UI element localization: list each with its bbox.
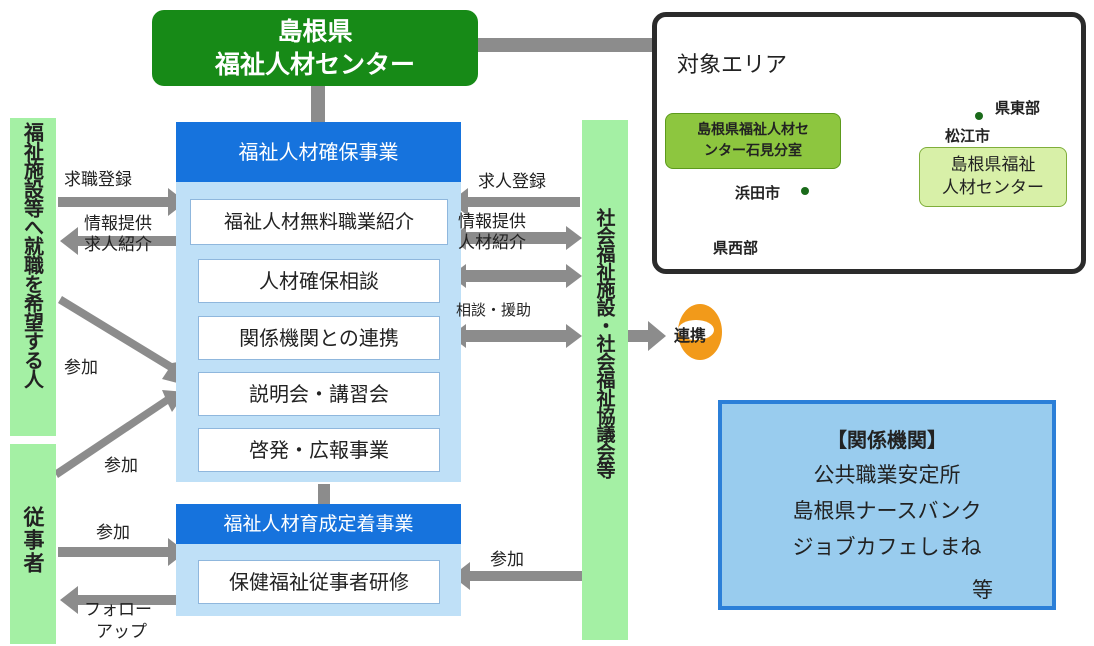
arrow-consult-2 bbox=[450, 324, 582, 348]
program-item-job-placement: 福祉人材無料職業紹介 bbox=[190, 199, 448, 245]
training-item: 保健福祉従事者研修 bbox=[198, 560, 440, 604]
arrow-follow-up bbox=[60, 586, 186, 614]
job-seekers-box: 福祉施設等へ就職を希望する人 bbox=[10, 118, 56, 436]
label-job-registration: 求職登録 bbox=[64, 170, 132, 190]
org-item-hello-work: 公共職業安定所 bbox=[813, 463, 961, 487]
matsue-dot bbox=[975, 112, 983, 120]
label-info-right-1: 情報提供 bbox=[458, 212, 526, 232]
arrow-info-right bbox=[450, 226, 582, 250]
arrow-sanka-1 bbox=[58, 296, 185, 385]
related-orgs-title: 【関係機関】 bbox=[827, 428, 947, 452]
label-info-left-2: 求人紹介 bbox=[84, 235, 152, 255]
label-offer-registration: 求人登録 bbox=[478, 172, 546, 192]
org-item-job-cafe: ジョブカフェしまね bbox=[792, 535, 982, 559]
connector-panels bbox=[318, 484, 330, 504]
branch-line1: 島根県福祉人材セ bbox=[697, 122, 809, 138]
facilities-label: 社会福祉施設・社会福祉協議会等 bbox=[593, 208, 616, 478]
branch-office-box: 島根県福祉人材セ ンター石見分室 bbox=[665, 113, 841, 169]
label-info-left-1: 情報提供 bbox=[84, 214, 152, 234]
label-sanka-2: 参加 bbox=[104, 456, 138, 476]
label-renkei: 連携 bbox=[674, 326, 707, 345]
program-item-cooperation: 関係機関との連携 bbox=[198, 316, 440, 360]
org-item-nurse-bank: 島根県ナースバンク bbox=[792, 499, 982, 523]
label-info-right-2: 人材紹介 bbox=[458, 233, 526, 253]
shimane-center-box: 島根県 福祉人材センター bbox=[152, 10, 478, 86]
arrow-sanka-3 bbox=[58, 538, 186, 566]
area-title: 対象エリア bbox=[677, 53, 788, 78]
map-label-west: 県西部 bbox=[713, 239, 759, 257]
program-item-consult: 人材確保相談 bbox=[198, 259, 440, 303]
label-consult: 相談・援助 bbox=[456, 301, 532, 319]
label-sanka-4: 参加 bbox=[490, 550, 524, 570]
training-program-panel: 福祉人材育成定着事業 保健福祉従事者研修 bbox=[176, 504, 461, 616]
label-follow-2: アップ bbox=[96, 622, 147, 642]
main-office-line1: 島根県福祉 bbox=[950, 155, 1036, 175]
arrow-sanka-4 bbox=[452, 562, 582, 590]
label-sanka-1: 参加 bbox=[64, 358, 98, 378]
arrow-offer-registration bbox=[450, 188, 580, 216]
recruitment-program-panel: 福祉人材確保事業 福祉人材無料職業紹介 人材確保相談 関係機関との連携 説明会・… bbox=[176, 122, 461, 482]
area-panel: 対象エリア 県東部 松江市 浜田市 県西部 島根県福祉人材セ ンター石見分室 島… bbox=[652, 12, 1086, 274]
arrow-renkei bbox=[628, 321, 666, 351]
main-office-line2: 人材センター bbox=[942, 178, 1044, 198]
map-label-hamada: 浜田市 bbox=[735, 184, 781, 202]
workers-box: 従事者 bbox=[10, 444, 56, 644]
hamada-dot bbox=[801, 187, 809, 195]
connector-center-program bbox=[311, 80, 325, 122]
recruitment-program-header: 福祉人材確保事業 bbox=[176, 122, 461, 182]
branch-line2: ンター石見分室 bbox=[704, 143, 802, 159]
arrow-consult-1 bbox=[450, 264, 582, 288]
center-title-line1: 島根県 bbox=[277, 17, 353, 46]
orgs-etc: 等 bbox=[972, 578, 993, 602]
label-sanka-3: 参加 bbox=[96, 523, 130, 543]
related-orgs-box: 【関係機関】 公共職業安定所 島根県ナースバンク ジョブカフェしまね 等 bbox=[718, 400, 1056, 610]
label-follow-1: フォロー bbox=[84, 600, 152, 620]
arrow-job-registration bbox=[58, 188, 186, 216]
workers-label: 従事者 bbox=[21, 506, 45, 575]
training-program-header: 福祉人材育成定着事業 bbox=[176, 504, 461, 544]
map-label-matsue: 松江市 bbox=[945, 127, 991, 145]
connector-center-area bbox=[440, 38, 652, 52]
center-title-line2: 福祉人材センター bbox=[214, 50, 415, 79]
main-office-box: 島根県福祉 人材センター bbox=[919, 147, 1067, 207]
facilities-box: 社会福祉施設・社会福祉協議会等 bbox=[582, 120, 628, 640]
map-label-east: 県東部 bbox=[995, 99, 1041, 117]
arrow-info-left bbox=[60, 227, 186, 255]
program-item-seminar: 説明会・講習会 bbox=[198, 372, 440, 416]
arrow-sanka-2 bbox=[54, 390, 186, 478]
program-item-pr: 啓発・広報事業 bbox=[198, 428, 440, 472]
job-seekers-label: 福祉施設等へ就職を希望する人 bbox=[20, 122, 45, 388]
